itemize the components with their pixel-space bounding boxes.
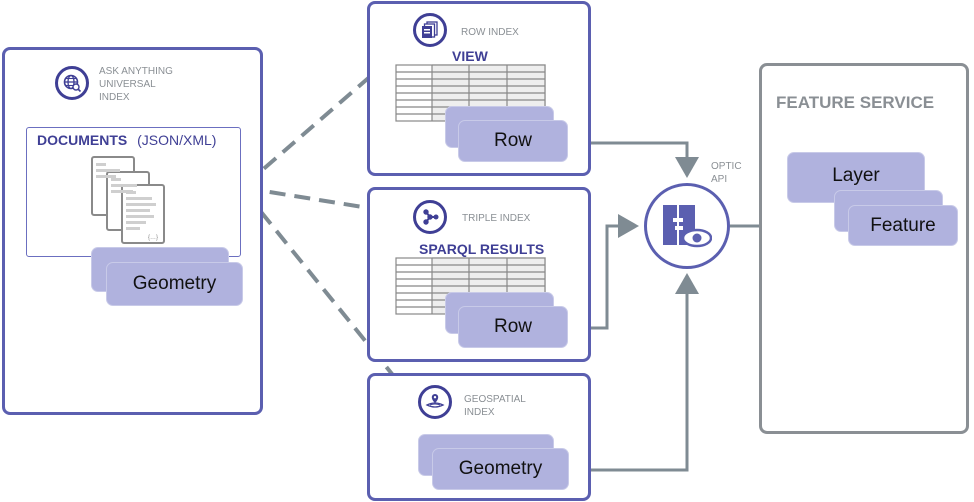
label-line: UNIVERSAL [99,79,156,90]
feature-service-panel [759,63,969,434]
row-card[interactable]: Row [458,120,568,162]
label-line: INDEX [99,92,130,103]
documents-title: DOCUMENTS (JSON/XML) [37,132,216,148]
feature-service-title: FEATURE SERVICE [776,93,935,112]
label-line: API [711,174,728,185]
geometry-label: Geometry [132,273,217,294]
layer-label: Layer [832,165,880,186]
graph-nodes-icon [413,200,447,234]
row-label: Row [493,316,532,337]
universal-index-label: ASK ANYTHING UNIVERSAL INDEX [99,65,173,104]
triple-index-label: TRIPLE INDEX [462,213,531,224]
documents-format: (JSON/XML) [137,132,217,148]
dashed-arrow-to-geospatial-index [243,190,416,404]
pages-icon [413,13,447,47]
row-index-label: ROW INDEX [461,27,519,38]
geospatial-geometry-card[interactable]: Geometry [432,448,569,490]
label-line: OPTIC [711,161,742,172]
map-pin-icon [418,385,452,419]
triple-row-card[interactable]: Row [458,306,568,348]
geometry-label: Geometry [458,458,543,479]
feature-label: Feature [870,214,936,236]
label-line: ASK ANYTHING [99,66,173,77]
geospatial-index-label: GEOSPATIAL INDEX [464,393,526,419]
connector-geometry-to-optic [568,273,699,472]
documents-stack-icon: {…} [91,156,165,244]
documents-title-text: DOCUMENTS [37,132,128,148]
globe-search-icon [55,66,89,100]
view-title: VIEW [452,48,488,64]
label-line: INDEX [464,407,495,418]
sparql-results-title: SPARQL RESULTS [419,241,545,257]
optic-api-label: OPTIC API [711,160,742,186]
optic-eye-icon [663,205,712,248]
feature-card[interactable]: Feature [848,205,958,246]
optic-api-node[interactable] [644,183,730,269]
svg-text:{…}: {…} [148,235,158,241]
connector-row-to-optic [568,141,699,178]
row-label: Row [493,130,532,151]
geometry-card[interactable]: Geometry [106,262,243,306]
label-line: GEOSPATIAL [464,394,526,405]
